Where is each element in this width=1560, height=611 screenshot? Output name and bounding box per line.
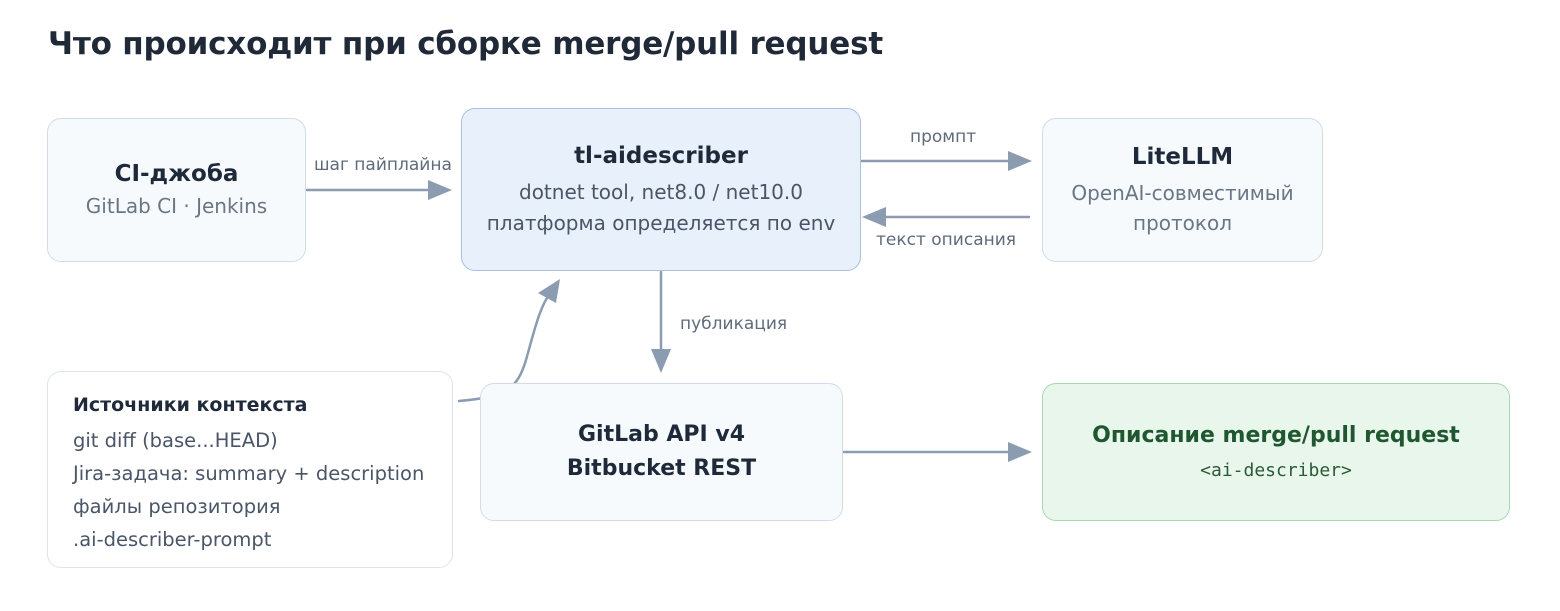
list-item: .ai-describer-prompt	[73, 528, 272, 551]
list-item: файлы репозитория	[73, 495, 281, 518]
list-item: Jira-задача: summary + description	[73, 462, 425, 485]
node-tl-aidescriber-line: dotnet tool, net8.0 / net10.0	[519, 179, 803, 204]
node-litellm-name: LiteLLM	[1131, 144, 1234, 170]
arrowhead-llm-to-main	[862, 207, 886, 227]
node-tl-aidescriber-line: платформа определяется по env	[486, 210, 836, 235]
node-ci-job: CI-джоба GitLab CI · Jenkins	[47, 118, 306, 262]
arrowhead-ci-to-main	[428, 180, 452, 200]
arrowhead-context-to-main	[538, 279, 560, 303]
node-tl-aidescriber: tl-aidescriber dotnet tool, net8.0 / net…	[461, 108, 861, 271]
node-context-sources: Источники контекста git diff (base...HEA…	[47, 371, 453, 568]
node-tl-aidescriber-name: tl-aidescriber	[574, 142, 748, 169]
edge-label-description-text: текст описания	[876, 230, 1017, 250]
edge-label-publication: публикация	[680, 314, 788, 334]
node-pr-description-name: Описание merge/pull request	[1092, 423, 1460, 448]
node-vcs-api-line: Bitbucket REST	[566, 456, 757, 481]
node-litellm-line: протокол	[1133, 211, 1232, 235]
node-context-sources-name: Источники контекста	[73, 394, 308, 416]
node-ci-job-name: CI-джоба	[114, 161, 239, 187]
list-item: git diff (base...HEAD)	[73, 429, 278, 452]
edge-label-pipeline-step: шаг пайплайна	[314, 155, 452, 175]
node-vcs-api: GitLab API v4 Bitbucket REST	[480, 383, 843, 521]
node-litellm-line: OpenAI-совместимый	[1071, 181, 1294, 205]
edge-label-prompt: промпт	[910, 127, 977, 147]
page-title: Что происходит при сборке merge/pull req…	[48, 26, 883, 62]
node-pr-description: Описание merge/pull request <ai-describe…	[1042, 383, 1510, 521]
node-pr-description-code: <ai-describer>	[1200, 460, 1352, 481]
arrowhead-main-to-api	[651, 349, 671, 373]
node-litellm: LiteLLM OpenAI-совместимый протокол	[1042, 118, 1323, 262]
node-ci-job-sub: GitLab CI · Jenkins	[85, 194, 268, 218]
node-vcs-api-line: GitLab API v4	[577, 422, 746, 447]
arrowhead-api-to-desc	[1008, 442, 1032, 462]
arrowhead-main-to-llm	[1008, 151, 1032, 171]
